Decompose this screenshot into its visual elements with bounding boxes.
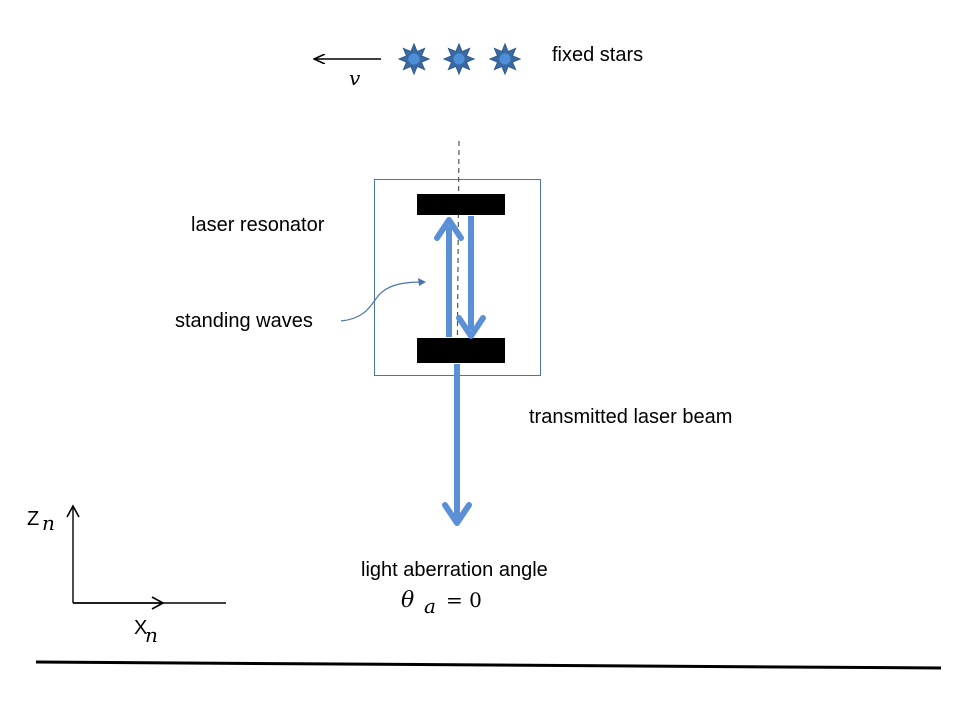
- theta-symbol: θ: [401, 588, 414, 613]
- upward-wave-arrow: [434, 217, 464, 337]
- standing-waves-label: standing waves: [175, 310, 313, 332]
- standing-waves-pointer: [340, 278, 426, 322]
- x-axis-letter: X: [134, 617, 147, 639]
- bottom-mirror: [417, 338, 505, 363]
- star-icon: [443, 43, 475, 75]
- top-mirror: [417, 194, 505, 215]
- transmitted-beam-label: transmitted laser beam: [529, 406, 732, 428]
- z-axis-letter: Z: [27, 508, 39, 530]
- transmitted-beam-arrow: [442, 364, 472, 526]
- laser-resonator-label: laser resonator: [191, 214, 325, 236]
- theta-equals: = 0: [446, 588, 482, 612]
- aberration-angle-label: light aberration angle: [361, 559, 548, 581]
- star-icon: [398, 43, 430, 75]
- velocity-label: v: [349, 66, 361, 90]
- star-icon: [489, 43, 521, 75]
- downward-wave-arrow: [456, 216, 486, 339]
- x-axis-subscript: n: [145, 623, 158, 647]
- aberration-angle-formula: θ a = 0: [401, 588, 482, 618]
- theta-subscript: a: [424, 594, 436, 618]
- z-axis-subscript: n: [42, 511, 55, 535]
- ground-line: [35, 660, 942, 670]
- fixed-stars-label: fixed stars: [552, 44, 643, 66]
